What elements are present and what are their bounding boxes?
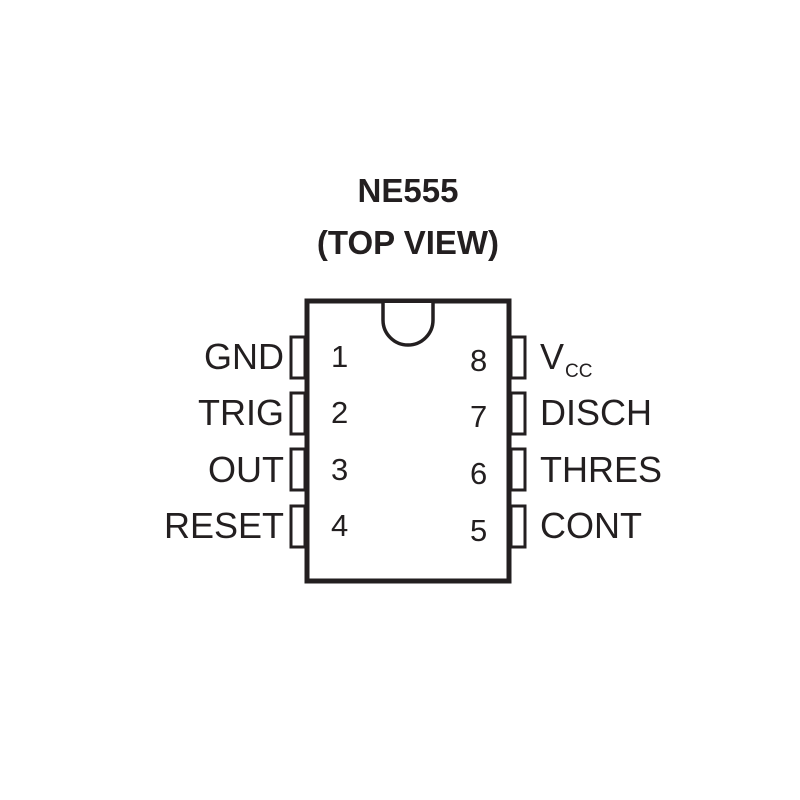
pin-5-label: CONT: [540, 505, 642, 546]
pin-2-label: TRIG: [198, 392, 284, 433]
diagram-title: NE555: [358, 172, 459, 209]
pin-7-lead: [509, 391, 527, 436]
pin-1-lead: [289, 335, 307, 380]
pin-8-number: 8: [470, 343, 487, 378]
pin-6-label: THRES: [540, 449, 662, 490]
pin-8-label: VCC: [540, 336, 592, 382]
pin-7-number: 7: [470, 399, 487, 434]
pin-3-number: 3: [331, 452, 348, 487]
pin-4-label: RESET: [164, 505, 284, 546]
pin-8-label-main: V: [540, 336, 564, 377]
pin-2-number: 2: [331, 395, 348, 430]
pin-8-label-subscript: CC: [565, 361, 592, 382]
orientation-notch: [381, 303, 435, 347]
pin-2-lead: [289, 391, 307, 436]
pin-3-lead: [289, 447, 307, 492]
pin-5-lead: [509, 504, 527, 549]
pin-3-label: OUT: [208, 449, 284, 490]
pin-5-number: 5: [470, 513, 487, 548]
pin-7-label: DISCH: [540, 392, 652, 433]
pin-4-lead: [289, 504, 307, 549]
pin-4-number: 4: [331, 508, 348, 543]
diagram-subtitle: (TOP VIEW): [317, 224, 499, 261]
pin-1-number: 1: [331, 339, 348, 374]
ic-package-body: [304, 298, 512, 584]
pin-6-lead: [509, 447, 527, 492]
pin-1-label: GND: [204, 336, 284, 377]
pin-6-number: 6: [470, 456, 487, 491]
pin-8-lead: [509, 335, 527, 380]
